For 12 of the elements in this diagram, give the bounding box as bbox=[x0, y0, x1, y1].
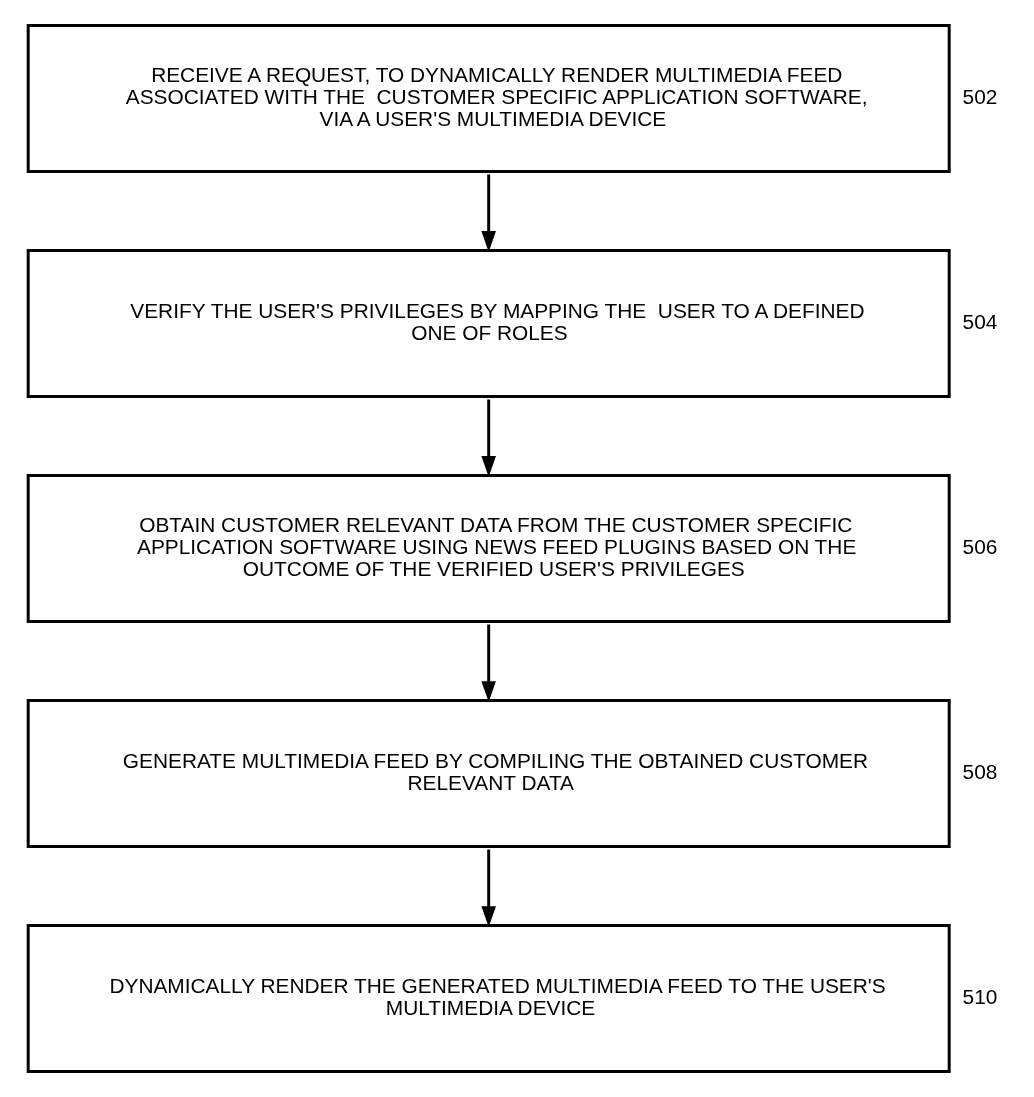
node-box: DYNAMICALLY RENDER THE GENERATED MULTIMEDIA FEED TO THE USER'S MULTIMEDIA DEVICE bbox=[26, 924, 951, 1074]
node-label: 506 bbox=[962, 535, 998, 559]
node-box: OBTAIN CUSTOMER RELEVANT DATA FROM THE CUSTOMER SPECIFIC APPLICATION SOFTWARE USING NEWS FEED PLUGINS BASED ON THE OUTCOME OF THE VERIFIED USER'S PRIVILEGES bbox=[26, 474, 951, 623]
node-label: 504 bbox=[962, 309, 998, 333]
arrow bbox=[481, 174, 496, 252]
node-box: VERIFY THE USER'S PRIVILEGES BY MAPPING THE USER TO A DEFINED ONE OF ROLES bbox=[26, 248, 951, 398]
node-label: 502 bbox=[962, 84, 998, 108]
node-box: RECEIVE A REQUEST, TO DYNAMICALLY RENDER MULTIMEDIA FEED ASSOCIATED WITH THE CUSTOMER SPECIFIC APPLICATION SOFTWARE, VIA A USER'S MULTIMEDIA DEVICE bbox=[26, 23, 951, 173]
node-label: 508 bbox=[962, 760, 998, 784]
node-label: 510 bbox=[962, 985, 998, 1009]
node-box: GENERATE MULTIMEDIA FEED BY COMPILING THE OBTAINED CUSTOMER RELEVANT DATA bbox=[26, 699, 951, 849]
arrow bbox=[481, 399, 496, 477]
